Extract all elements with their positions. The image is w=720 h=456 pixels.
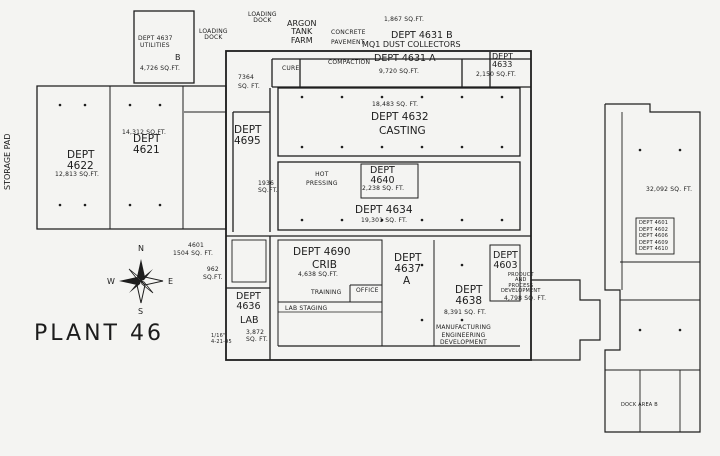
right-dept-item: DEPT 4602	[639, 226, 669, 233]
dept-4634-name: DEPT 4634	[355, 204, 413, 216]
right-dept-item: DEPT 4606	[639, 233, 669, 239]
dept-4636-sub: LAB	[240, 315, 259, 326]
dept-4631a-area: 9,720 SQ.FT.	[379, 68, 420, 75]
dept-4633-area: 2,150 SQ.FT.	[476, 71, 517, 78]
dept-4690-name: DEPT 4690	[293, 246, 351, 258]
dept-4631b-name: DEPT 4631 B	[391, 30, 453, 41]
dept-4640-name: DEPT 4640	[370, 165, 395, 186]
dept-4638-note: MANUFACTURING ENGINEERING DEVELOPMENT	[436, 324, 491, 346]
dust-collectors: MQ1 DUST COLLECTORS	[362, 40, 461, 49]
dept-4690-sub: CRIB	[312, 259, 337, 271]
dept-4603-outline	[489, 244, 521, 302]
utilities-block-outline	[133, 10, 195, 84]
cure-label: CURE	[282, 65, 300, 72]
dept-4632-area: 18,483 SQ. FT.	[372, 101, 419, 108]
sqft-962: 962 SQ.FT.	[203, 266, 223, 282]
dept-4637a-name: DEPT 4637	[394, 252, 422, 276]
dept-4631a-name: DEPT 4631 A	[374, 53, 436, 64]
storage-pad-label: STORAGE PAD	[3, 133, 12, 190]
right-dept-item: DEPT 4610	[639, 246, 669, 252]
loading-dock-top: LOADING DOCK	[248, 11, 277, 24]
right-building-outline	[604, 103, 701, 433]
dept-4632-name: DEPT 4632	[371, 111, 429, 123]
dept-4621-name: DEPT 4621	[133, 133, 161, 157]
right-dept-item: DEPT 4609	[639, 239, 669, 246]
dept-4633-name: DEPT 4633	[492, 52, 513, 70]
dept-4638-area: 8,391 SQ. FT.	[444, 309, 487, 316]
right-dept-item: DEPT 4601	[639, 220, 669, 226]
compass-east: E	[168, 277, 174, 286]
compass-rose	[119, 259, 164, 304]
office-label: OFFICE	[356, 287, 379, 294]
dept-4634-area: 19,301 SQ. FT.	[361, 217, 408, 224]
dept-4636-name: DEPT 4636	[236, 291, 261, 312]
dept-4603-name: DEPT 4603	[493, 250, 518, 271]
dept-4690-area: 4,638 SQ.FT.	[298, 271, 339, 278]
right-building-area: 32,092 SQ. FT.	[646, 186, 693, 193]
dept-4637b-sub: UTILITIES	[140, 42, 170, 49]
dept-4601-small-area: 1504 SQ. FT.	[173, 250, 214, 257]
casting-room-outline	[277, 87, 521, 157]
lab-staging-label: LAB STAGING	[285, 305, 328, 312]
small-sqft-1936: 1936 SQ.FT.	[258, 180, 278, 195]
dept-4634-outline	[277, 161, 521, 231]
dept-4621-area: 14,312 SQ.FT.	[122, 129, 167, 136]
dept-4632-sub: CASTING	[379, 125, 426, 137]
dept-4603-note: PRODUCT AND PROCESS DEVELOPMENT	[501, 272, 541, 294]
dept-4636-area: 3,872 SQ. FT.	[246, 329, 268, 344]
compaction-label: COMPACTION	[328, 59, 371, 66]
dept-4638-name: DEPT 4638	[455, 284, 483, 308]
loading-dock-left: LOADING DOCK	[199, 28, 228, 41]
right-bottom-label: DOCK AREA B	[621, 402, 658, 408]
dept-4637b-name: DEPT 4637	[138, 35, 173, 42]
dept-4640-outline	[360, 163, 419, 199]
plant-title: PLANT 46	[34, 321, 164, 346]
main-plant-outline	[225, 50, 532, 361]
scale-note: 1/16" 4-21-95	[211, 333, 232, 345]
argon-tank-farm: ARGON TANK FARM	[287, 19, 317, 45]
compass-south: S	[138, 307, 144, 316]
left-building-outline	[36, 85, 227, 230]
dept-4640-area: 2,238 SQ. FT.	[362, 185, 405, 192]
training-label: TRAINING	[311, 289, 342, 296]
hot-pressing: HOT PRESSING	[306, 171, 338, 187]
right-dept-list: DEPT 4601 DEPT 4602 DEPT 4606 DEPT 4609 …	[639, 220, 668, 253]
dept-4637b-letter: B	[175, 53, 181, 62]
dept-4622-area: 12,813 SQ.FT.	[55, 171, 100, 178]
sqft-7364: 7364 SQ. FT.	[238, 74, 260, 90]
dept-4637a-letter: A	[403, 275, 411, 287]
compass-west: W	[107, 277, 115, 286]
dept-4603-area: 4,798 SQ. FT.	[504, 295, 547, 302]
compass-north: N	[138, 244, 144, 253]
top-sqft: 1,867 SQ.FT.	[384, 16, 425, 23]
concrete-pavement: CONCRETE PAVEMENT	[331, 29, 366, 46]
dept-4695-name: DEPT 4695	[234, 124, 262, 148]
dept-4637b-area: 4,726 SQ.FT.	[140, 65, 181, 72]
dept-4622-name: DEPT 4622	[67, 149, 95, 173]
dept-4601-small-name: 4601	[188, 242, 205, 249]
